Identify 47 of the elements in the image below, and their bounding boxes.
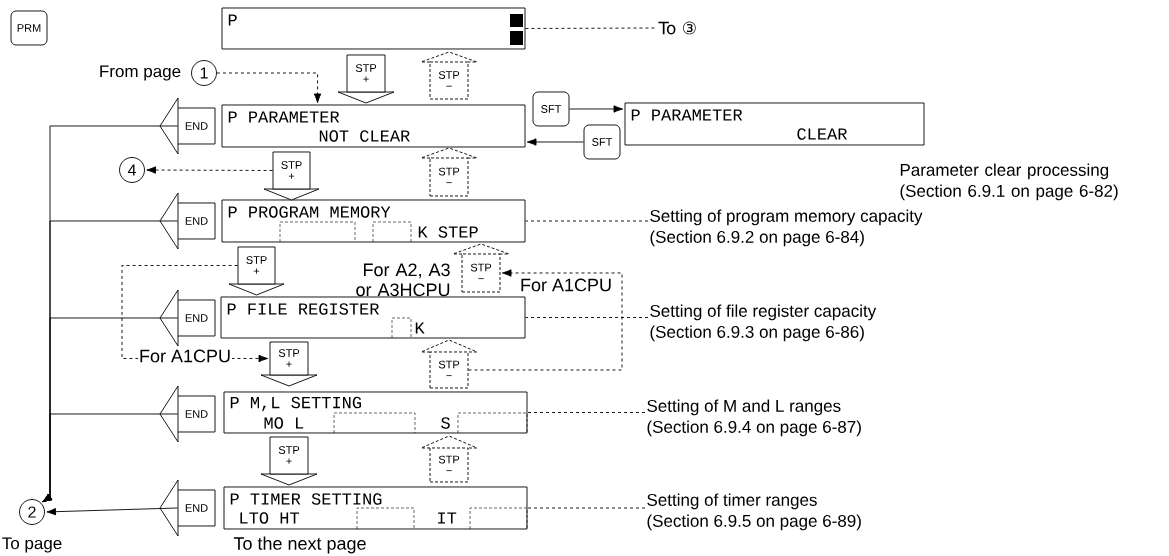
key-button: SFT bbox=[583, 124, 621, 160]
left-arrow-key: END bbox=[159, 97, 216, 155]
connector-arrow bbox=[526, 138, 584, 146]
key-button: SFT bbox=[532, 91, 570, 127]
key-button: PRM bbox=[10, 10, 48, 46]
left-arrow-key: END bbox=[159, 192, 216, 250]
description-text: Setting of M and L ranges (Section 6.9.4 on page 6-87) bbox=[647, 399, 861, 437]
circled-number: 1 bbox=[191, 60, 217, 86]
edge-label: For A1CPU bbox=[138, 348, 232, 364]
connector-arrow bbox=[146, 166, 273, 174]
description-text: Setting of program memory capacity (Section 6.9.2 on page 6-84) bbox=[650, 209, 923, 247]
to-page-note: To page bbox=[2, 537, 62, 553]
note-text: For A2, A3 or A3HCPU bbox=[356, 263, 450, 297]
circled-number: 4 bbox=[119, 157, 145, 183]
down-arrow-key: STP + bbox=[260, 436, 318, 486]
lcd-screen: P TIMER SETTING LTO HT IT bbox=[223, 486, 528, 530]
lcd-screen: P PARAMETER NOT CLEAR bbox=[221, 104, 526, 148]
edge-label: For A1CPU bbox=[519, 277, 613, 293]
lcd-screen: P PROGRAM MEMORY K STEP bbox=[221, 199, 526, 243]
down-arrow-key: STP + bbox=[337, 54, 395, 104]
reference-text: To ③ bbox=[658, 21, 696, 35]
up-arrow-key: STP − bbox=[420, 147, 478, 197]
circled-number: 2 bbox=[19, 499, 45, 525]
left-arrow-key: END bbox=[159, 289, 216, 347]
up-arrow-key: STP − bbox=[420, 435, 478, 483]
down-arrow-key: STP + bbox=[263, 151, 320, 201]
from-page-note: From page bbox=[100, 65, 181, 81]
down-arrow-key: STP + bbox=[228, 246, 285, 296]
connector-arrow bbox=[468, 269, 623, 371]
left-arrow-key: END bbox=[159, 479, 216, 537]
up-arrow-key: STP − bbox=[420, 339, 478, 389]
left-arrow-key: END bbox=[159, 385, 216, 443]
lcd-screen: P bbox=[221, 7, 526, 50]
connector-arrow bbox=[46, 507, 178, 516]
lcd-screen: P PARAMETER CLEAR bbox=[624, 102, 925, 146]
down-arrow-key: STP + bbox=[260, 341, 318, 387]
description-text: Setting of file register capacity (Section 6.9.3 on page 6-86) bbox=[650, 304, 877, 342]
lcd-screen: P M,L SETTING MO L S bbox=[223, 391, 528, 434]
connector-arrow bbox=[42, 413, 178, 503]
note-text: To the next page bbox=[233, 536, 366, 554]
up-arrow-key: STP − bbox=[420, 51, 478, 100]
description-text: Setting of timer ranges (Section 6.9.5 on page 6-89) bbox=[647, 493, 861, 531]
connector-arrow bbox=[216, 72, 322, 104]
lcd-screen: P FILE REGISTER K bbox=[220, 296, 526, 339]
up-arrow-key: STP − bbox=[452, 243, 510, 293]
connector-arrow bbox=[569, 105, 624, 113]
description-text: Parameter clear processing (Section 6.9.1 on page 6-82) bbox=[900, 163, 1118, 201]
